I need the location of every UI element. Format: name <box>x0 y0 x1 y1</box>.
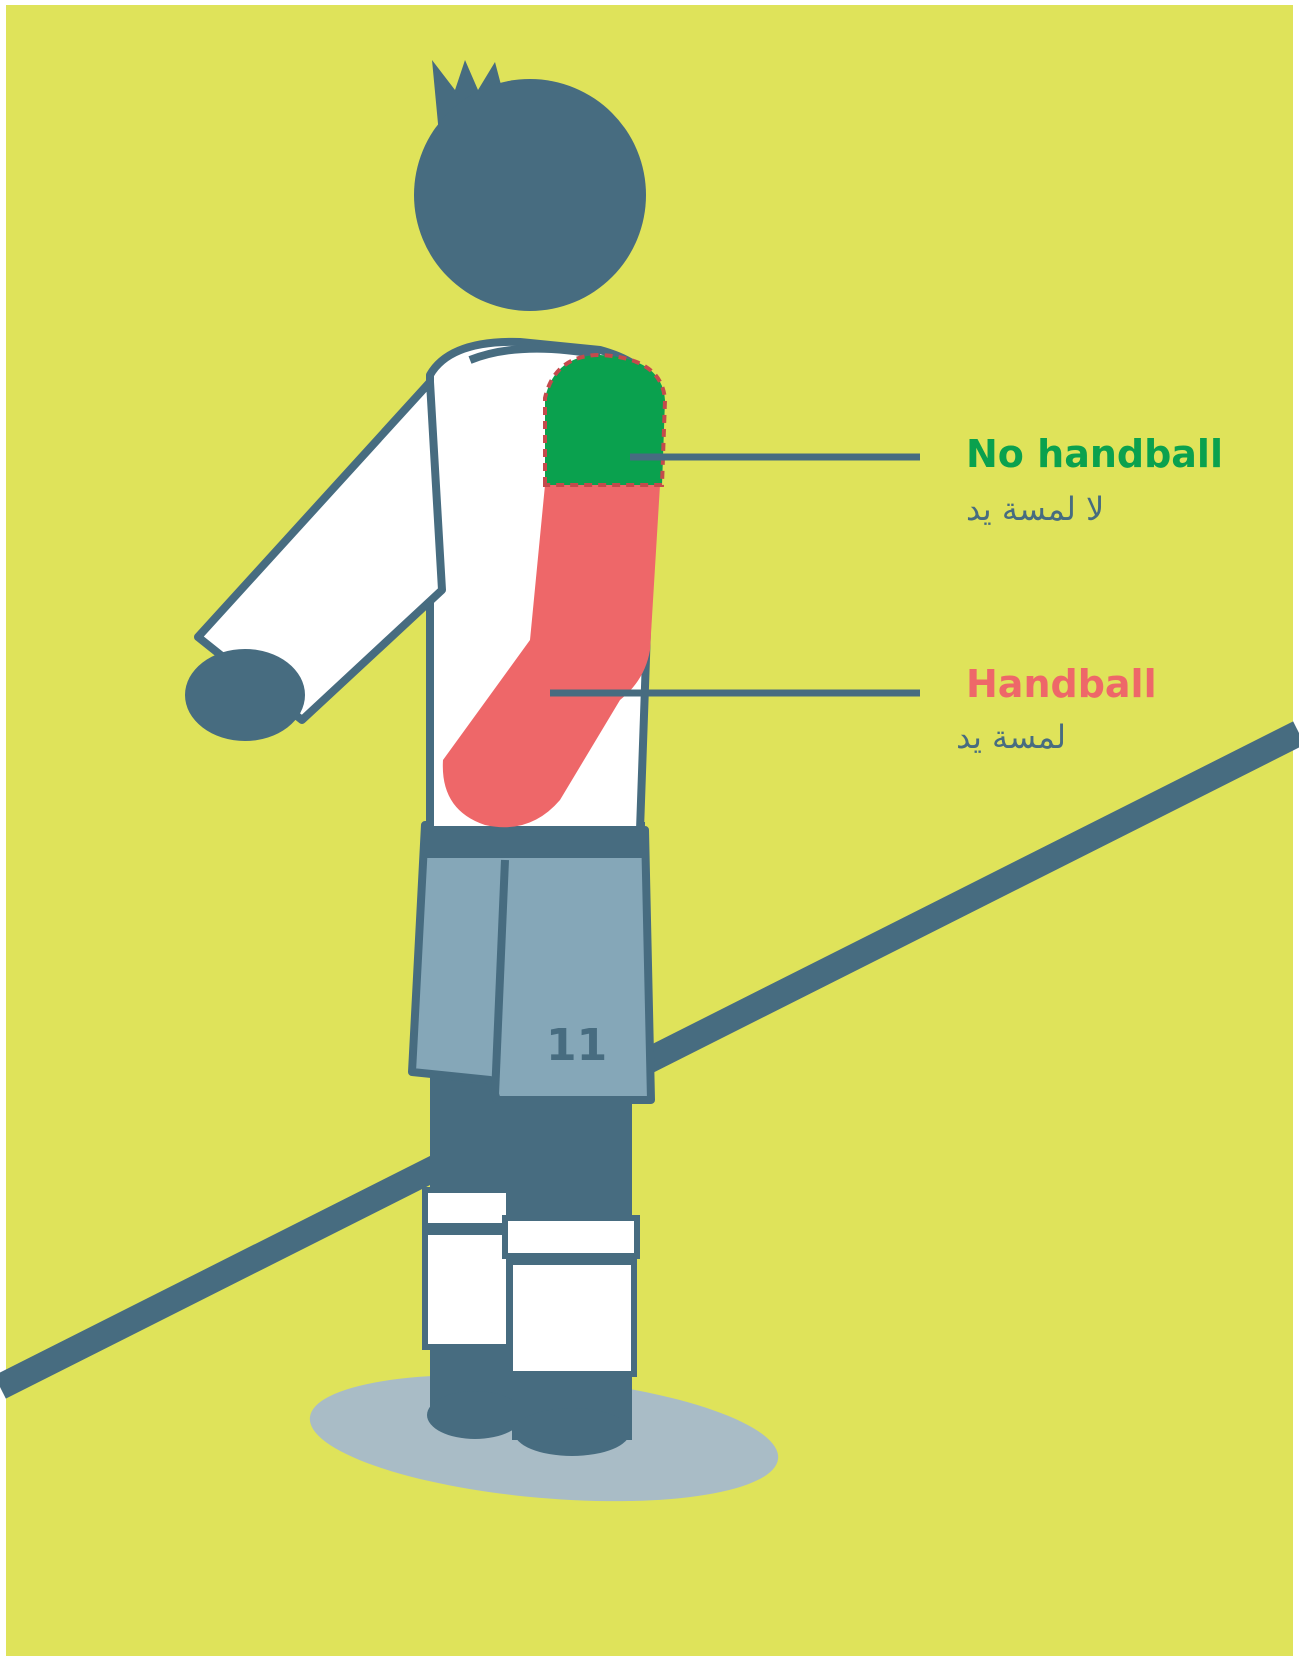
no-handball-zone <box>545 355 665 485</box>
handball-label: Handball <box>966 662 1157 706</box>
player-legs <box>425 1070 637 1456</box>
no-handball-arabic-label: لا لمسة يد <box>966 490 1106 528</box>
player-shorts <box>412 822 651 1100</box>
no-handball-label: No handball <box>966 432 1223 476</box>
handball-arabic-label: لمسة يد <box>966 718 1066 756</box>
shorts-number: 11 <box>546 1020 607 1071</box>
